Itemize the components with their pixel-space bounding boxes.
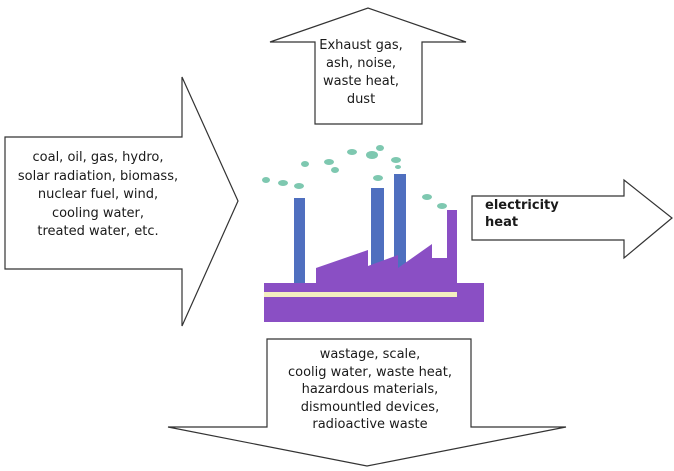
inputs-line: nuclear fuel, wind, (37, 187, 159, 202)
power-plant-icon (262, 145, 484, 322)
exhaust-label: Exhaust gas, ash, noise, waste heat, dus… (306, 37, 416, 109)
waste-line: radioactive waste (312, 417, 428, 432)
inputs-label: coal, oil, gas, hydro, solar radiation, … (0, 149, 196, 242)
outputs-label: electricity heat (485, 197, 595, 231)
exhaust-line: waste heat, (322, 74, 400, 89)
waste-line: coolig water, waste heat, (288, 364, 452, 380)
waste-line: wastage, scale, (319, 347, 421, 362)
inputs-line: cooling water, (51, 205, 145, 221)
inputs-line: solar radiation, biomass, (17, 168, 179, 184)
waste-line: dismountled devices, (300, 399, 440, 415)
outputs-arrow (471, 178, 673, 260)
chimney (294, 198, 305, 284)
outputs-line: heat (485, 215, 519, 230)
exhaust-line: ash, noise, (326, 56, 396, 71)
waste-line: hazardous materials, (301, 382, 439, 397)
inputs-arrow (4, 76, 239, 327)
exhaust-line: Exhaust gas, (319, 38, 403, 53)
factory-stripe (264, 292, 457, 297)
smoke-puffs (262, 145, 447, 209)
exhaust-arrow (269, 7, 467, 125)
inputs-line: coal, oil, gas, hydro, (32, 150, 164, 165)
waste-label: wastage, scale, coolig water, waste heat… (270, 346, 470, 434)
chimney (371, 188, 384, 284)
outputs-line: electricity (485, 198, 559, 213)
inputs-line: treated water, etc. (37, 224, 159, 239)
exhaust-line: dust (346, 92, 376, 107)
waste-arrow (167, 338, 567, 467)
